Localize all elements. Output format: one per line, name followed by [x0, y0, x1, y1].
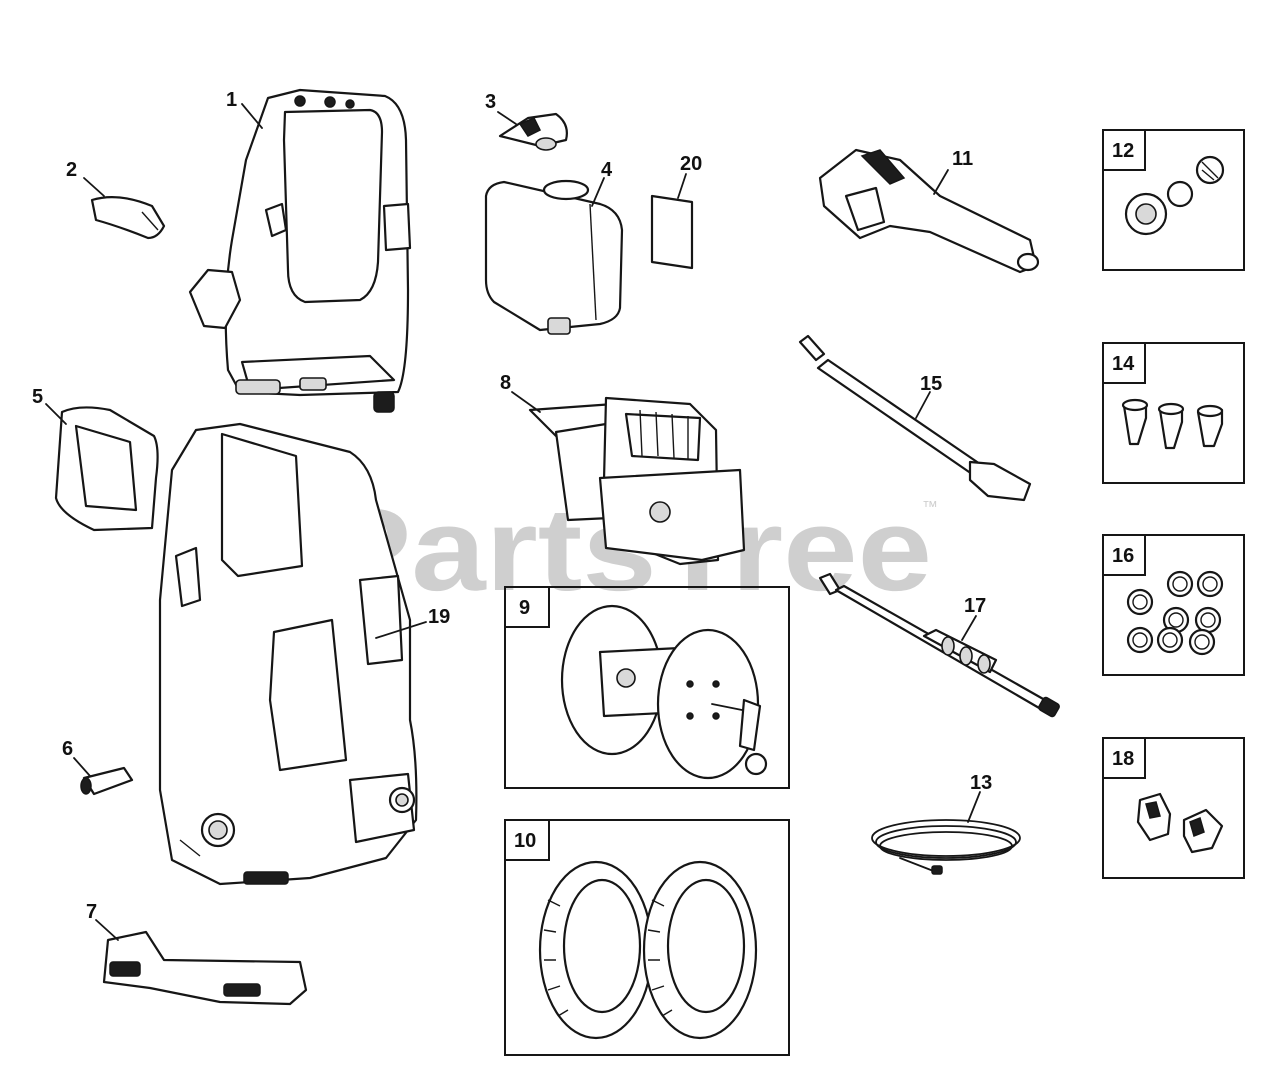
- part-18-label-box: [1102, 737, 1146, 779]
- callout-2: 2: [66, 159, 77, 181]
- part-8-reel-bracket[interactable]: [528, 396, 746, 566]
- part-7-base-foot[interactable]: [102, 930, 308, 1006]
- callout-5: 5: [32, 386, 43, 408]
- callout-10: 10: [514, 830, 536, 852]
- part-9-hose-reel[interactable]: [560, 604, 768, 780]
- part-12-box: [1102, 129, 1245, 271]
- part-2-hose-clip[interactable]: [90, 195, 166, 240]
- callout-11: 11: [952, 148, 973, 170]
- part-16-label-box: [1102, 534, 1146, 576]
- callout-16: 16: [1112, 545, 1134, 567]
- part-9-box: [504, 586, 790, 789]
- callout-17: 17: [964, 595, 986, 617]
- callout-8: 8: [500, 372, 511, 394]
- part-1-handle-frame[interactable]: [188, 88, 412, 413]
- callout-13: 13: [970, 772, 992, 794]
- part-6-nozzle[interactable]: [80, 766, 134, 796]
- part-11-spray-gun[interactable]: [818, 148, 1040, 274]
- callout-14: 14: [1112, 353, 1135, 375]
- callout-9: 9: [519, 597, 530, 619]
- part-16-box: [1102, 534, 1245, 676]
- part-14-nozzle-tips[interactable]: [1121, 398, 1224, 450]
- part-18-box: [1102, 737, 1245, 879]
- callout-3: 3: [485, 91, 496, 113]
- callout-12: 12: [1112, 140, 1134, 162]
- callout-7: 7: [86, 901, 97, 923]
- callout-15: 15: [920, 373, 942, 395]
- part-14-box: [1102, 342, 1245, 484]
- part-18-clips[interactable]: [1136, 792, 1224, 854]
- callout-18: 18: [1112, 748, 1134, 770]
- part-17-nozzle-lance[interactable]: [818, 572, 1060, 718]
- callout-1: 1: [226, 89, 237, 111]
- part-20-label[interactable]: [650, 194, 694, 270]
- part-13-hose[interactable]: [871, 819, 1021, 875]
- part-19-main-housing[interactable]: [158, 422, 418, 886]
- part-12-fittings[interactable]: [1124, 155, 1225, 236]
- part-14-label-box: [1102, 342, 1146, 384]
- part-10-box: [504, 819, 790, 1056]
- callout-6: 6: [62, 738, 73, 760]
- callout-19: 19: [428, 606, 450, 628]
- part-16-o-rings[interactable]: [1126, 570, 1224, 656]
- watermark-trademark: ™: [922, 499, 938, 516]
- part-9-label-box: [504, 586, 550, 628]
- part-10-label-box: [504, 819, 550, 861]
- part-10-wheels[interactable]: [538, 860, 758, 1040]
- part-4-detergent-tank[interactable]: [484, 179, 624, 335]
- leader-lines: [45, 103, 981, 941]
- part-3-knob[interactable]: [498, 112, 568, 151]
- part-12-label-box: [1102, 129, 1146, 171]
- part-5-front-cover[interactable]: [54, 406, 159, 532]
- callout-4: 4: [601, 159, 613, 181]
- part-15-lance[interactable]: [798, 334, 1032, 502]
- callout-20: 20: [680, 153, 702, 175]
